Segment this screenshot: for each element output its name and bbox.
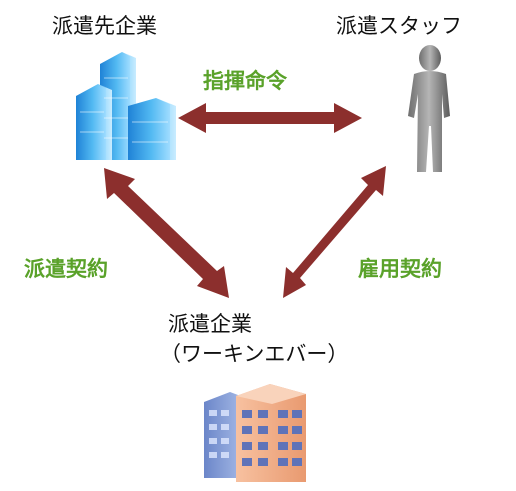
- person-silhouette-icon: [408, 45, 450, 172]
- employment-contract-arrow: [283, 166, 386, 298]
- dispatch-contract-arrow: [104, 168, 229, 298]
- command-arrow: [178, 103, 362, 133]
- agency-name-label: 派遣企業: [168, 312, 252, 336]
- command-relation-label: 指揮命令: [203, 69, 287, 93]
- office-tower-icon: [76, 52, 176, 160]
- employment-contract-label: 雇用契約: [358, 257, 442, 281]
- dispatched-staff-label: 派遣スタッフ: [336, 14, 462, 38]
- agency-subname-label: （ワーキンエバー）: [160, 342, 349, 366]
- client-company-label: 派遣先企業: [52, 14, 157, 38]
- dispatch-contract-label: 派遣契約: [24, 257, 108, 281]
- office-building-icon: [204, 384, 306, 482]
